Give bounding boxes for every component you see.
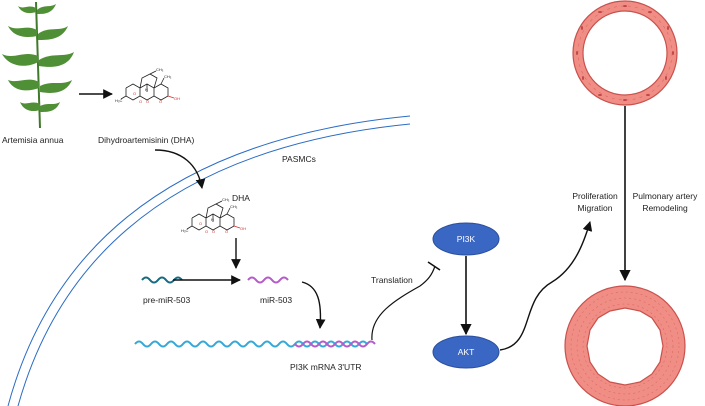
mir-label: miR-503 bbox=[260, 295, 292, 305]
pre-mir-wave bbox=[141, 276, 183, 284]
migration-label: Migration bbox=[578, 203, 613, 213]
compound-label: Dihydroartemisinin (DHA) bbox=[98, 135, 195, 145]
cell-membrane bbox=[7, 115, 411, 406]
artemisia-plant-icon bbox=[2, 1, 74, 129]
remodeling-label: Remodeling bbox=[642, 203, 688, 213]
dha-label: DHA bbox=[232, 193, 250, 203]
arrow-mir-to-mrna bbox=[301, 281, 326, 329]
pre-mir-label: pre-miR-503 bbox=[143, 295, 191, 305]
pulmonary-artery-label: Pulmonary artery bbox=[633, 191, 698, 201]
arrow-akt-to-proliferation bbox=[499, 221, 593, 351]
remodeled-artery-icon bbox=[564, 285, 686, 406]
pi3k-label: PI3K bbox=[457, 234, 476, 244]
mir-wave bbox=[247, 276, 289, 284]
normal-artery-icon bbox=[572, 0, 678, 106]
translation-label: Translation bbox=[371, 275, 413, 285]
cell-label: PASMCs bbox=[282, 154, 316, 164]
inhibition-bar bbox=[427, 261, 441, 271]
akt-node bbox=[432, 335, 500, 369]
plant-label: Artemisia annua bbox=[2, 135, 64, 145]
akt-label: AKT bbox=[458, 347, 475, 357]
translation-inhibition-line bbox=[371, 265, 436, 341]
bound-mir-wave bbox=[294, 340, 376, 348]
mrna-label: PI3K mRNA 3'UTR bbox=[290, 362, 362, 372]
dha-molecule-icon bbox=[114, 66, 181, 105]
arrow-into-cell bbox=[154, 149, 206, 189]
proliferation-label: Proliferation bbox=[572, 191, 618, 201]
pi3k-node bbox=[432, 222, 500, 256]
